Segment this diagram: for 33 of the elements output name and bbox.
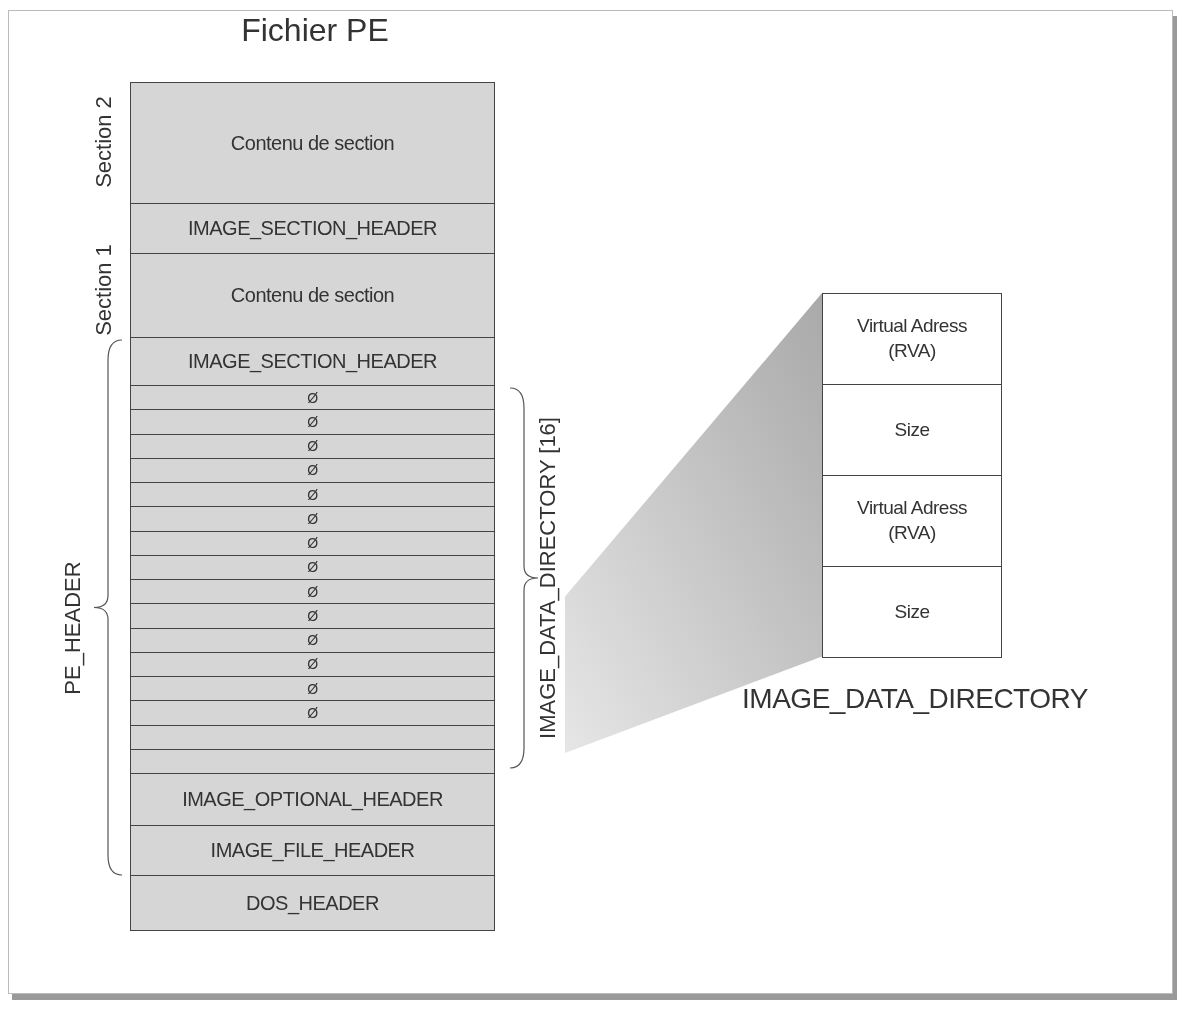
structure-row: Contenu de section <box>130 253 495 338</box>
structure-row: Ø <box>130 651 495 677</box>
structure-row: Ø <box>130 506 495 532</box>
table-cell: Size <box>822 566 1002 658</box>
structure-row: Ø <box>130 676 495 702</box>
structure-row: IMAGE_SECTION_HEADER <box>130 203 495 254</box>
structure-row: Ø <box>130 627 495 653</box>
section-label: Section 1 <box>90 244 117 336</box>
structure-row: IMAGE_FILE_HEADER <box>130 825 495 876</box>
table-caption: IMAGE_DATA_DIRECTORY <box>741 683 1089 715</box>
structure-row: Ø <box>130 700 495 726</box>
structure-row: DOS_HEADER <box>130 875 495 931</box>
empty-row <box>130 724 495 750</box>
structure-row: IMAGE_OPTIONAL_HEADER <box>130 773 495 826</box>
structure-row: Ø <box>130 433 495 459</box>
empty-row <box>130 748 495 774</box>
diagram-title: Fichier PE <box>240 12 390 49</box>
structure-row: Contenu de section <box>130 82 495 204</box>
group-label: IMAGE_DATA_DIRECTORY [16] <box>535 417 561 739</box>
structure-row: Ø <box>130 482 495 508</box>
structure-row: Ø <box>130 530 495 556</box>
structure-row: Ø <box>130 579 495 605</box>
structure-row: Ø <box>130 457 495 483</box>
section-label: Section 2 <box>90 96 117 188</box>
structure-row: Ø <box>130 554 495 580</box>
table-cell: Virtual Adress (RVA) <box>822 293 1002 385</box>
table-cell: Virtual Adress (RVA) <box>822 475 1002 567</box>
structure-row: IMAGE_SECTION_HEADER <box>130 337 495 386</box>
structure-row: Ø <box>130 409 495 435</box>
structure-row: Ø <box>130 385 495 411</box>
table-cell: Size <box>822 384 1002 476</box>
group-label: PE_HEADER <box>59 561 86 695</box>
structure-row: Ø <box>130 603 495 629</box>
